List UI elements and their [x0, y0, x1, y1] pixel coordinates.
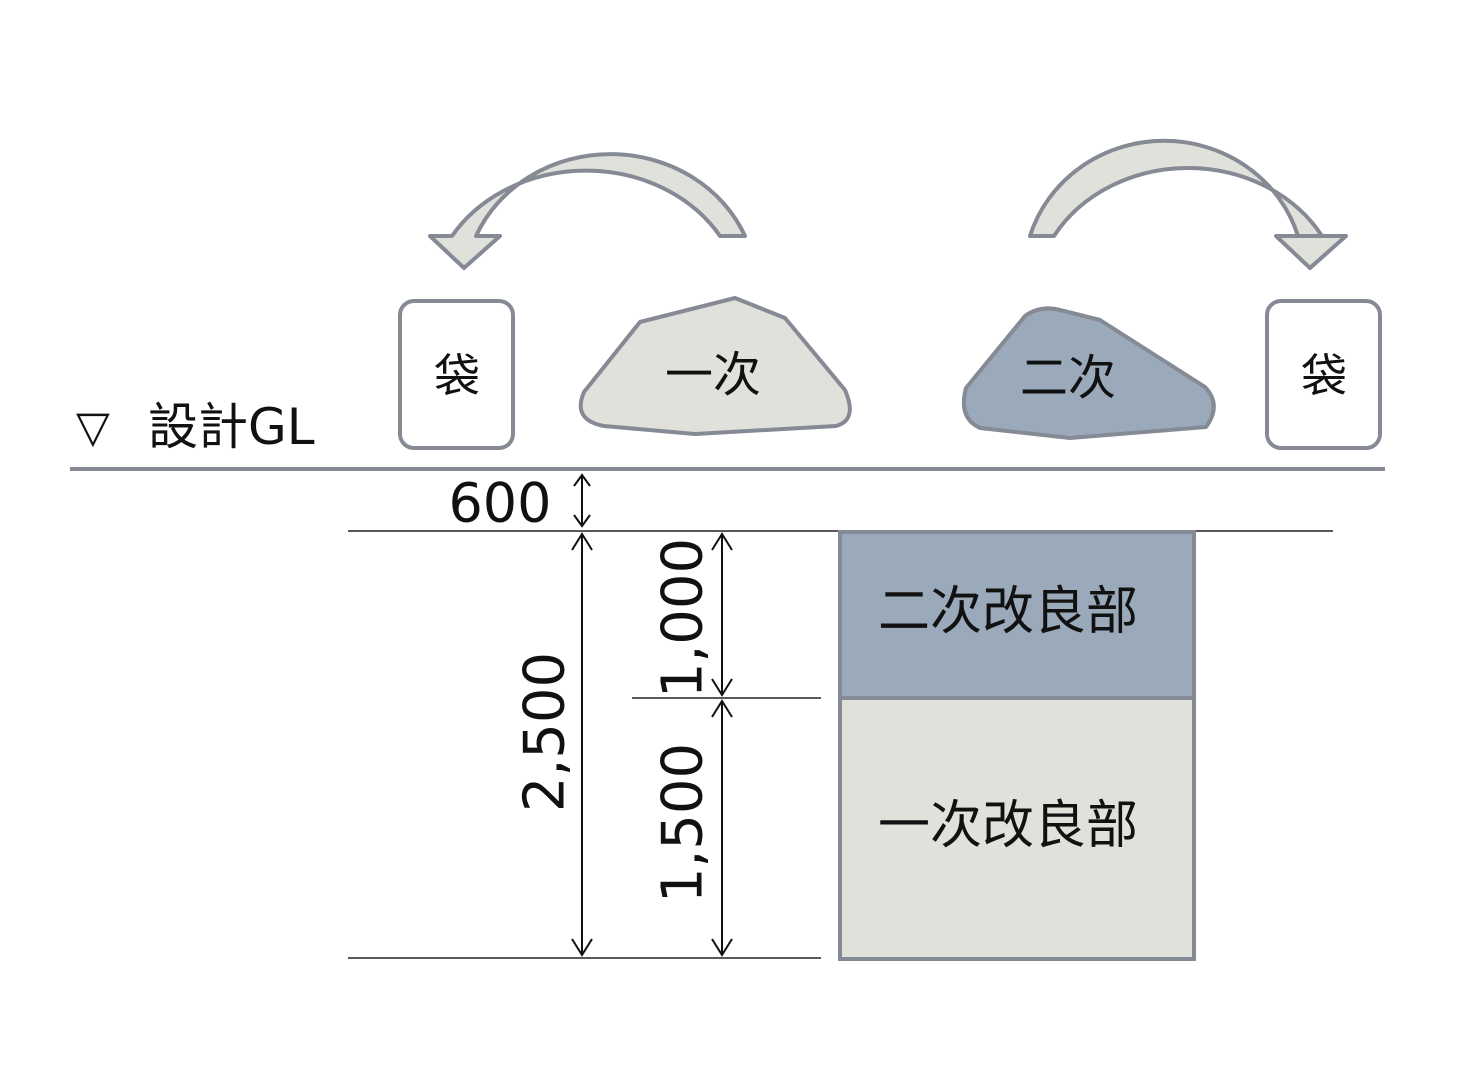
- dim-1500-arrow: [711, 699, 733, 957]
- dim-600-label: 600: [448, 472, 551, 535]
- gl-label: 設計GL: [148, 398, 315, 456]
- primary-zone-label: 一次改良部: [878, 796, 1138, 856]
- secondary-soil-pile: [961, 306, 1216, 440]
- dim-1500-label: 1,500: [651, 743, 716, 903]
- dim-600-arrow: [573, 473, 591, 528]
- dim-2500-arrow: [571, 532, 593, 957]
- bag-right-label: 袋: [1301, 349, 1347, 403]
- right-curved-arrow: [1028, 138, 1348, 270]
- primary-pile-label: 一次: [665, 347, 761, 403]
- dim-2500-label: 2,500: [513, 652, 578, 812]
- bag-left-label: 袋: [434, 349, 480, 403]
- secondary-pile-label: 二次: [1020, 350, 1116, 406]
- primary-soil-pile: [578, 296, 852, 436]
- gl-symbol: ▽: [76, 402, 110, 453]
- bag-right-box: [1265, 299, 1382, 450]
- left-curved-arrow: [428, 152, 747, 270]
- primary-improvement-zone: [838, 696, 1196, 961]
- dim-1000-arrow: [711, 532, 733, 697]
- dim-1000-label: 1,000: [651, 538, 716, 698]
- bag-left-box: [398, 299, 515, 450]
- secondary-zone-label: 二次改良部: [878, 582, 1138, 642]
- secondary-improvement-zone: [838, 530, 1196, 700]
